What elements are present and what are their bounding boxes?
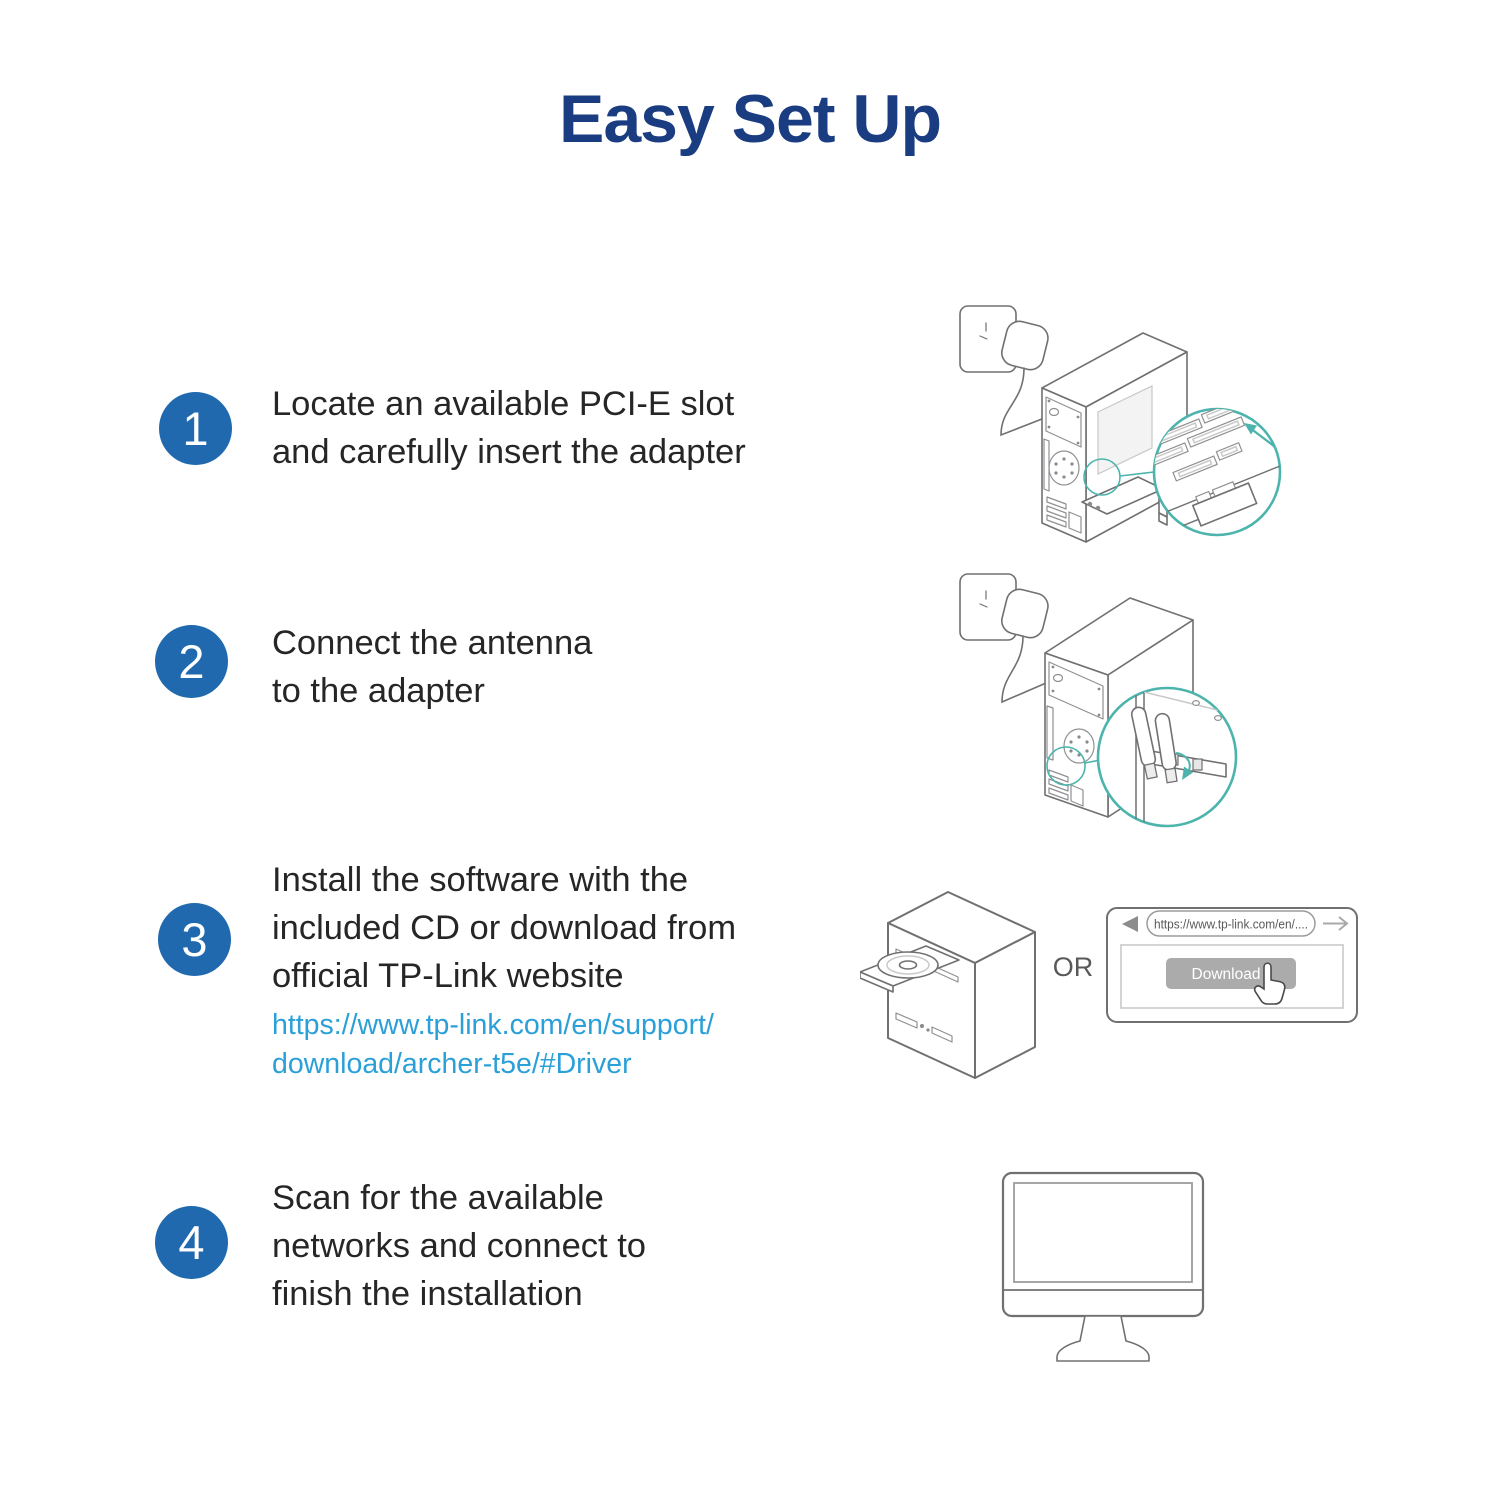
computer-tower-icon <box>1041 332 1188 543</box>
step-3-text-line-1: Install the software with the <box>272 861 689 899</box>
step-2-text-line-1: Connect the antenna <box>272 624 593 662</box>
hand-cursor-icon <box>1253 962 1286 1005</box>
antenna-connector <box>1192 758 1203 771</box>
url-text: https://www.tp-link.com/en/.... <box>1154 917 1308 932</box>
monitor-stand <box>1056 1315 1150 1362</box>
power-socket <box>1052 673 1064 683</box>
step-2-badge: 2 <box>155 625 228 698</box>
step-1-text-line-2: and carefully insert the adapter <box>272 433 746 471</box>
zoom-source-circle <box>1046 746 1086 786</box>
step-3-badge: 3 <box>158 903 231 976</box>
forward-arrow-icon <box>1323 916 1349 931</box>
step-3-link-line-2: download/archer-t5e/#Driver <box>272 1048 632 1080</box>
step-3-text-line-3: official TP-Link website <box>272 957 624 995</box>
rotate-arrow-icon <box>1176 752 1193 780</box>
download-button-label: Download <box>1192 966 1261 983</box>
browser-window: https://www.tp-link.com/en/.... Download <box>1106 907 1358 1023</box>
antenna-icon <box>1154 712 1178 784</box>
step-1-badge: 1 <box>159 392 232 465</box>
zoom-source-circle <box>1083 458 1121 496</box>
fan-grill <box>1063 728 1095 764</box>
step-1-illustration <box>959 305 1282 543</box>
step-2-text: Connect the antenna to the adapter <box>272 619 592 715</box>
or-label: OR <box>1053 952 1094 982</box>
step-1-text: Locate an available PCI-E slot and caref… <box>272 380 746 476</box>
step-3-text: Install the software with the included C… <box>272 856 736 1000</box>
step-4-illustration <box>1001 1171 1205 1362</box>
step-4-text-line-1: Scan for the available <box>272 1179 604 1217</box>
power-plug-icon <box>1001 588 1049 639</box>
power-cord <box>1000 367 1048 437</box>
step-3-download-link: https://www.tp-link.com/en/support/ down… <box>272 1006 714 1084</box>
monitor-screen <box>1013 1182 1193 1283</box>
back-arrow-icon <box>1122 916 1138 932</box>
step-4-text-line-2: networks and connect to <box>272 1227 646 1265</box>
step-3-text-line-2: included CD or download from <box>272 909 737 947</box>
card-connector <box>1169 481 1258 535</box>
step-4-badge: 4 <box>155 1206 228 1279</box>
power-socket <box>1048 407 1060 417</box>
fan-grill <box>1048 450 1080 486</box>
step-2-illustration <box>959 573 1238 828</box>
power-plug-icon <box>1001 320 1049 371</box>
step-4-text: Scan for the available networks and conn… <box>272 1174 646 1318</box>
magnifier-circle-icon <box>1096 686 1238 828</box>
step-2-text-line-2: to the adapter <box>272 672 485 710</box>
page-title: Easy Set Up <box>558 81 942 157</box>
power-cord <box>1001 635 1054 704</box>
step-3-link-line-1: https://www.tp-link.com/en/support/ <box>272 1009 714 1041</box>
url-field <box>1146 910 1316 937</box>
cd-tower-icon <box>860 891 1036 1079</box>
power-outlet-icon <box>959 305 1049 373</box>
magnifier-circle-icon <box>1152 407 1282 537</box>
step-1-text-line-1: Locate an available PCI-E slot <box>272 385 735 423</box>
power-outlet-icon <box>959 573 1049 641</box>
pcie-slots <box>1154 409 1280 535</box>
monitor-icon <box>1001 1171 1205 1362</box>
step-4-text-line-3: finish the installation <box>272 1275 583 1313</box>
antenna-icon <box>1130 706 1158 780</box>
cd-disc-icon <box>877 951 939 979</box>
step-3-illustration: OR https://www.tp-link.com/en/.... Downl… <box>860 891 1358 1079</box>
